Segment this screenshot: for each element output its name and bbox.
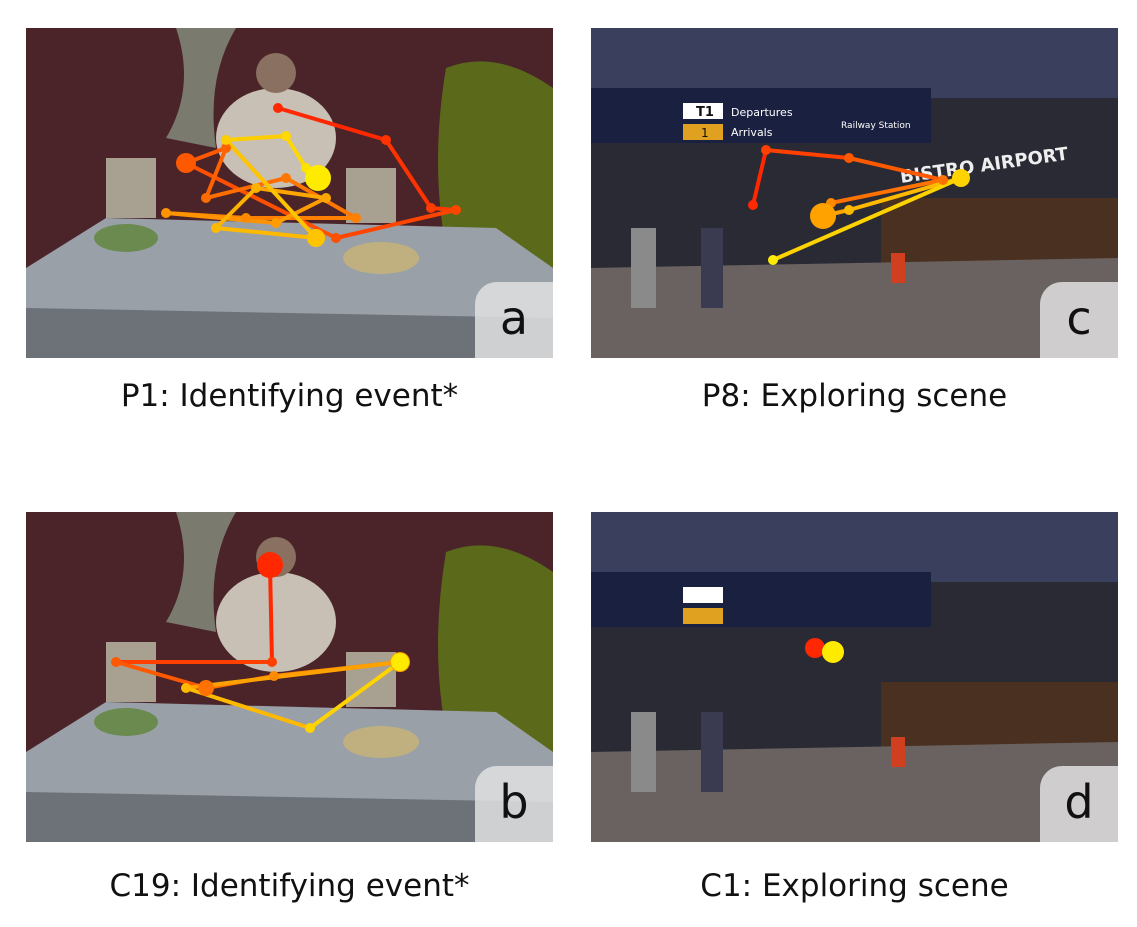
scanpath-image-a: a [26, 28, 553, 358]
saccade-line [185, 161, 337, 240]
sign-railway: Railway Station [841, 121, 911, 131]
caption-d: C1: Exploring scene [700, 868, 1009, 904]
airport-scene-photo: Departures Arrivals T1 1 Railway Station… [591, 28, 1118, 358]
caption-a: P1: Identifying event* [120, 378, 459, 414]
party-scene-illustration [26, 28, 553, 358]
gaze-scanpath-b [111, 552, 410, 733]
saccade-line [115, 660, 207, 690]
scanpath-image-c: Departures Arrivals T1 1 Railway Station… [591, 28, 1118, 358]
fixation-point [426, 203, 436, 213]
fixation-point [768, 255, 778, 265]
saccade-line [772, 176, 962, 262]
fixation-point [748, 200, 758, 210]
fixation-point [331, 233, 341, 243]
saccade-line [268, 564, 274, 663]
sign-arrivals: Arrivals [731, 126, 773, 139]
scanpath-image-d: d [591, 512, 1118, 842]
panel-letter-badge: d [1040, 766, 1118, 842]
panel-letter-badge: b [475, 766, 553, 842]
fixation-point [305, 723, 315, 733]
fixation-point [321, 193, 331, 203]
saccade-line [830, 178, 944, 205]
saccade-line [224, 138, 318, 240]
fixation-point [810, 203, 836, 229]
airport-scene-photo [591, 512, 1118, 842]
scanpath-image-b: b [26, 512, 553, 842]
fixation-point [307, 229, 325, 247]
fixation-point [281, 173, 291, 183]
saccade-line [214, 186, 258, 230]
sign-gate: 1 [701, 126, 709, 140]
saccade-line [215, 226, 317, 240]
saccade-line [848, 156, 944, 182]
fixation-point [381, 135, 391, 145]
fixation-point [269, 671, 279, 681]
saccade-line [165, 211, 277, 225]
fixation-point [844, 205, 854, 215]
fixation-point [201, 193, 211, 203]
saccade-line [205, 176, 287, 200]
saccade-line [284, 134, 308, 170]
fixation-point [181, 683, 191, 693]
fixation-point [844, 153, 854, 163]
sign-terminal: T1 [696, 105, 714, 120]
fixation-point [305, 165, 331, 191]
fixation-point [251, 183, 261, 193]
fixation-point [391, 653, 409, 671]
saccade-line [751, 149, 768, 206]
saccade-line [384, 138, 433, 210]
gaze-scanpath-c [748, 145, 970, 265]
gaze-scanpath-d [805, 638, 844, 663]
saccade-line [335, 208, 457, 240]
fixation-point [221, 135, 231, 145]
fixation-point [351, 213, 361, 223]
saccade-line [225, 134, 287, 142]
saccade-line [255, 186, 327, 200]
fixation-point [221, 143, 231, 153]
fixation-point [952, 169, 970, 187]
fixation-point [211, 223, 221, 233]
caption-c: P8: Exploring scene [701, 378, 1008, 414]
saccade-line [277, 106, 387, 142]
panel-letter-badge: a [475, 282, 553, 358]
fixation-point [241, 213, 251, 223]
fixation-point [271, 218, 281, 228]
fixation-point [761, 145, 771, 155]
fixation-point [198, 680, 214, 696]
caption-b: C19: Identifying event* [109, 868, 470, 904]
fixation-point [176, 153, 196, 173]
fixation-point [161, 208, 171, 218]
saccade-line [275, 196, 327, 225]
fixation-point [267, 657, 277, 667]
party-scene-illustration [26, 512, 553, 842]
fixation-point [257, 552, 283, 578]
gaze-scanpath-a [161, 103, 461, 247]
saccade-line [765, 148, 850, 160]
saccade-line [308, 660, 402, 730]
fixation-point [805, 638, 825, 658]
saccade-line [185, 660, 401, 690]
saccade-line [204, 147, 228, 199]
fixation-point [281, 131, 291, 141]
fixation-point [273, 103, 283, 113]
sign-departures: Departures [731, 106, 793, 119]
fixation-point [111, 657, 121, 667]
fixation-point [451, 205, 461, 215]
fixation-point [938, 175, 948, 185]
fixation-point [822, 641, 844, 663]
panel-letter-badge: c [1040, 282, 1118, 358]
